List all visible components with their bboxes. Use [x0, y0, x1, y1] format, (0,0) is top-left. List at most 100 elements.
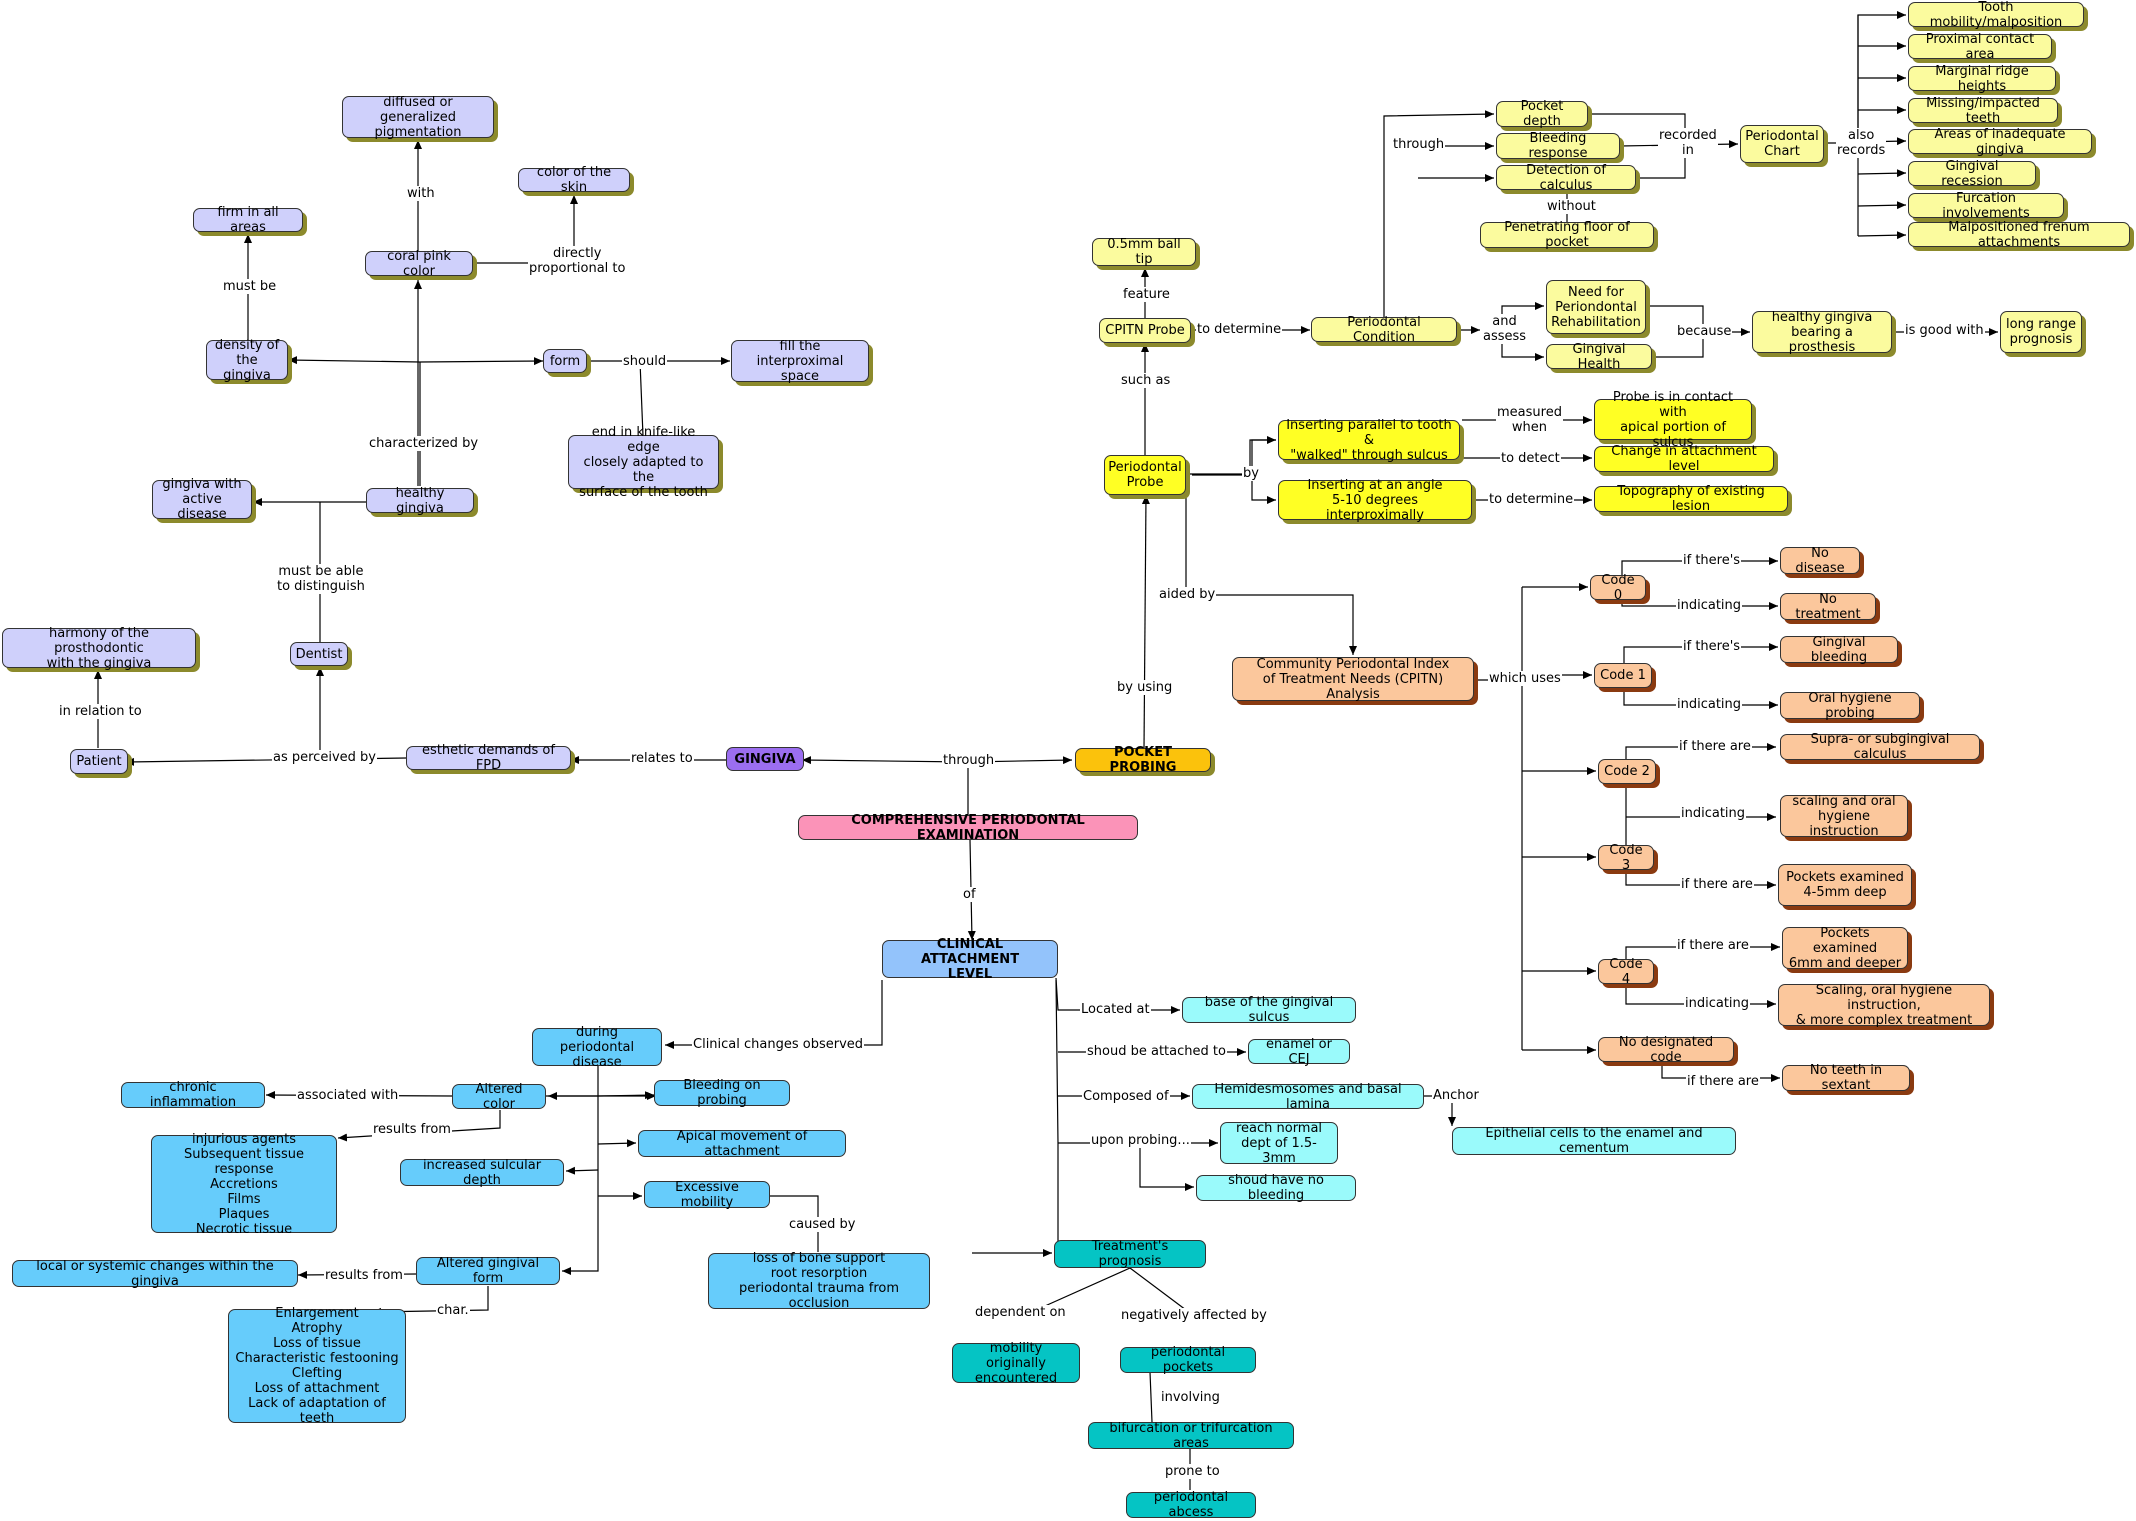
link-label-through-main: through — [942, 753, 996, 768]
bifurcation-node[interactable]: bifurcation or trifurcation areas — [1088, 1421, 1294, 1451]
link-label-involving: involving — [1160, 1390, 1221, 1405]
bleeding-probing-node[interactable]: Bleeding on probing — [654, 1078, 790, 1108]
link-label-caused-by: caused by — [788, 1217, 857, 1232]
dentist-node[interactable]: Dentist — [290, 642, 348, 666]
during-disease-node[interactable]: during periodontal disease — [532, 1025, 662, 1070]
pocket-depth-node[interactable]: Pocket depth — [1496, 99, 1588, 129]
clinical-attachment-node[interactable]: CLINICAL ATTACHMENT LEVEL — [882, 937, 1058, 982]
hemidesmosomes-node[interactable]: Hemidesmosomes and basal lamina — [1192, 1082, 1424, 1112]
furcation-node[interactable]: Furcation involvements — [1908, 191, 2064, 221]
inadequate-gingiva-node[interactable]: Areas of inadequate gingiva — [1908, 127, 2092, 157]
bone-support-node[interactable]: loss of bone support root resorption per… — [708, 1251, 930, 1311]
local-systemic-node[interactable]: local or systemic changes within the gin… — [12, 1259, 298, 1289]
no-treatment-node[interactable]: No treatment — [1780, 592, 1876, 622]
epithelial-cells-node[interactable]: Epithelial cells to the enamel and cemen… — [1452, 1126, 1736, 1156]
healthy-gingiva-node[interactable]: healthy gingiva — [366, 486, 474, 516]
link-label-feature: feature — [1122, 287, 1171, 302]
pockets-6-node[interactable]: Pockets examined 6mm and deeper — [1782, 926, 1908, 971]
topography-node[interactable]: Topography of existing lesion — [1594, 484, 1788, 514]
apical-movement-node[interactable]: Apical movement of attachment — [638, 1129, 846, 1159]
need-rehab-node[interactable]: Need for Periondontal Rehabilitation — [1546, 280, 1646, 334]
cpitn-probe-node[interactable]: CPITN Probe — [1099, 318, 1191, 343]
code1-node[interactable]: Code 1 — [1594, 663, 1652, 688]
proximal-contact-node[interactable]: Proximal contact area — [1908, 32, 2052, 62]
knife-edge-node[interactable]: end in knife-like edge closely adapted t… — [568, 425, 719, 500]
injurious-agents-node[interactable]: injurious agents Subsequent tissue respo… — [151, 1132, 337, 1237]
ball-tip-node[interactable]: 0.5mm ball tip — [1092, 237, 1196, 267]
diffused-node[interactable]: diffused or generalized pigmentation — [342, 95, 494, 140]
base-sulcus-node[interactable]: base of the gingival sulcus — [1182, 995, 1356, 1025]
no-code-node[interactable]: No designated code — [1598, 1035, 1734, 1065]
code0-node[interactable]: Code 0 — [1590, 573, 1646, 603]
pocket-probing-node[interactable]: POCKET PROBING — [1075, 745, 1211, 775]
periodontal-condition-node[interactable]: Periodontal Condition — [1311, 315, 1457, 345]
code2-node[interactable]: Code 2 — [1598, 759, 1656, 784]
bleeding-response-node[interactable]: Bleeding response — [1496, 131, 1620, 161]
probe-contact-node[interactable]: Probe is in contact with apical portion … — [1594, 390, 1752, 450]
form-node[interactable]: form — [543, 349, 587, 373]
link-label-upon-probing: upon probing... — [1090, 1133, 1191, 1148]
oral-hygiene-probing-node[interactable]: Oral hygiene probing — [1780, 691, 1920, 721]
periodontal-probe-node[interactable]: Periodontal Probe — [1104, 455, 1186, 495]
link-label-which-uses: which uses — [1488, 671, 1562, 686]
supra-calculus-node[interactable]: Supra- or subgingival calculus — [1780, 732, 1980, 762]
pockets-4-5-node[interactable]: Pockets examined 4-5mm deep — [1778, 864, 1912, 906]
tooth-mobility-node[interactable]: Tooth mobility/malposition — [1908, 0, 2084, 30]
altered-color-node[interactable]: Altered color — [452, 1082, 546, 1112]
no-disease-node[interactable]: No disease — [1780, 546, 1860, 576]
long-range-node[interactable]: long range prognosis — [2000, 311, 2082, 353]
link-label-by-using: by using — [1116, 680, 1174, 695]
harmony-node[interactable]: harmony of the prosthodontic with the gi… — [2, 626, 196, 671]
chronic-inflammation-node[interactable]: chronic inflammation — [121, 1080, 265, 1110]
esthetic-demands-node[interactable]: esthetic demands of FPD — [406, 743, 571, 773]
gingival-recession-node[interactable]: Gingival recession — [1908, 159, 2036, 189]
link-label-to-determine2: to determine — [1488, 492, 1575, 507]
no-teeth-node[interactable]: No teeth in sextant — [1782, 1063, 1910, 1093]
enlargement-node[interactable]: Enlargement Atrophy Loss of tissue Chara… — [228, 1306, 406, 1426]
scaling-oral-node[interactable]: scaling and oral hygiene instruction — [1780, 794, 1908, 839]
sulcular-depth-node[interactable]: increased sulcular depth — [400, 1158, 564, 1188]
fill-interproximal-node[interactable]: fill the interproximal space — [731, 339, 869, 384]
inserting-angle-node[interactable]: Inserting at an angle 5-10 degrees inter… — [1278, 478, 1472, 523]
link-label-as-perceived-by: as perceived by — [272, 750, 377, 765]
gingiva-node[interactable]: GINGIVA — [726, 747, 804, 771]
scaling-complex-node[interactable]: Scaling, oral hygiene instruction, & mor… — [1778, 983, 1990, 1028]
skin-color-node[interactable]: color of the skin — [518, 165, 630, 195]
healthy-prosthesis-node[interactable]: healthy gingiva bearing a prosthesis — [1752, 310, 1892, 355]
inserting-parallel-node[interactable]: Inserting parallel to tooth & "walked" t… — [1278, 418, 1460, 463]
comprehensive-exam-node[interactable]: COMPREHENSIVE PERIODONTAL EXAMINATION — [798, 813, 1138, 843]
link-label-if-there-are-3: if there are — [1680, 877, 1754, 892]
active-disease-node[interactable]: gingiva with active disease — [152, 477, 252, 522]
change-attachment-node[interactable]: Change in attachment level — [1594, 444, 1774, 474]
penetrating-floor-node[interactable]: Penetrating floor of pocket — [1480, 220, 1654, 250]
gingival-bleeding-node[interactable]: Gingival bleeding — [1780, 635, 1898, 665]
link-label-to-determine: to determine — [1196, 322, 1283, 337]
link-label-if-there-are-2: if there are — [1678, 739, 1752, 754]
detection-calculus-node[interactable]: Detection of calculus — [1496, 163, 1636, 193]
code3-node[interactable]: Code 3 — [1598, 843, 1654, 873]
link-label-clinical-changes: Clinical changes observed — [692, 1037, 865, 1052]
gingival-health-node[interactable]: Gingival Health — [1546, 342, 1652, 372]
reach-normal-node[interactable]: reach normal dept of 1.5-3mm — [1220, 1121, 1338, 1166]
enamel-cej-node[interactable]: enamel or CEJ — [1248, 1037, 1350, 1067]
mobility-originally-node[interactable]: mobility originally encountered — [952, 1341, 1080, 1386]
treatment-prognosis-node[interactable]: Treatment's prognosis — [1054, 1239, 1206, 1269]
abcess-node[interactable]: periodontal abcess — [1126, 1490, 1256, 1520]
missing-teeth-node[interactable]: Missing/impacted teeth — [1908, 96, 2058, 126]
excessive-mobility-node[interactable]: Excessive mobility — [644, 1180, 770, 1210]
cpitn-analysis-node[interactable]: Community Periodontal Index of Treatment… — [1232, 657, 1474, 702]
link-label-to-detect: to detect — [1500, 451, 1561, 466]
marginal-ridge-node[interactable]: Marginal ridge heights — [1908, 64, 2056, 94]
link-label-indicating-4: indicating — [1684, 996, 1751, 1011]
frenum-node[interactable]: Malpositioned frenum attachments — [1908, 220, 2130, 250]
no-bleeding-node[interactable]: shoud have no bleeding — [1196, 1173, 1356, 1203]
density-node[interactable]: density of the gingiva — [206, 338, 288, 383]
coral-pink-node[interactable]: coral pink color — [365, 249, 473, 279]
link-label-through-pc: through — [1392, 137, 1446, 152]
patient-node[interactable]: Patient — [70, 749, 128, 774]
code4-node[interactable]: Code 4 — [1598, 957, 1654, 987]
periodontal-chart-node[interactable]: Periodontal Chart — [1740, 125, 1824, 163]
altered-form-node[interactable]: Altered gingival form — [416, 1256, 560, 1286]
firm-node[interactable]: firm in all areas — [193, 205, 303, 235]
periodontal-pockets-node[interactable]: periodontal pockets — [1120, 1345, 1256, 1375]
